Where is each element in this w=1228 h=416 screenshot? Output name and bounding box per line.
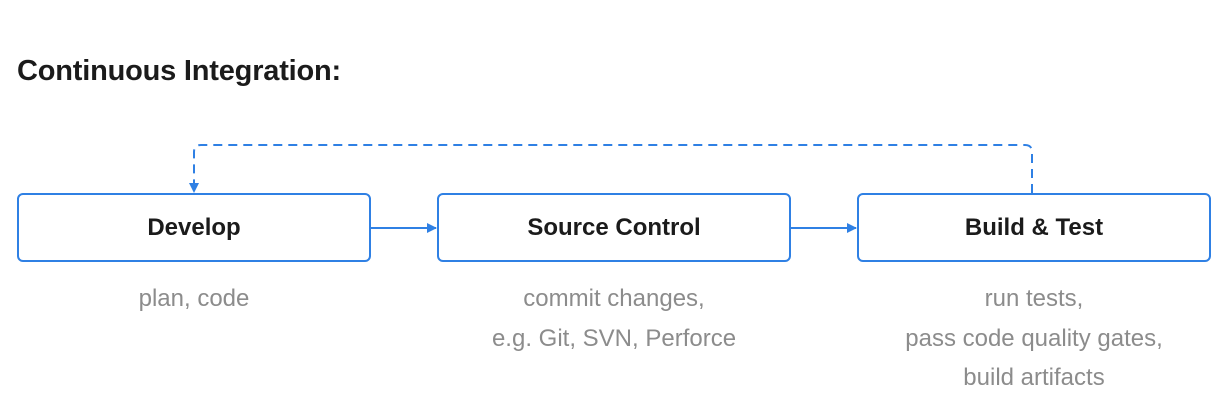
stage-source-control-description: commit changes, e.g. Git, SVN, Perforce	[437, 279, 791, 358]
stage-build-test-label: Build & Test	[964, 213, 1104, 241]
description-line: pass code quality gates,	[905, 324, 1163, 352]
feedback-loop-arrow	[189, 144, 1033, 193]
stage-build-test: Build & Test	[857, 193, 1211, 262]
diagram-title: Continuous Integration:	[17, 55, 342, 87]
stage-build-test-description: run tests, pass code quality gates, buil…	[857, 279, 1211, 398]
description-line: build artifacts	[963, 364, 1105, 391]
stage-develop: Develop	[17, 193, 371, 262]
stage-develop-description: plan, code	[17, 279, 371, 319]
description-line: commit changes,	[523, 285, 705, 312]
description-line: plan, code	[138, 285, 250, 312]
stage-develop-label: Develop	[147, 213, 241, 241]
description-line: run tests,	[984, 285, 1084, 312]
description-line: e.g. Git, SVN, Perforce	[491, 324, 737, 352]
stage-source-control-label: Source Control	[527, 213, 701, 241]
stage-source-control: Source Control	[437, 193, 791, 262]
